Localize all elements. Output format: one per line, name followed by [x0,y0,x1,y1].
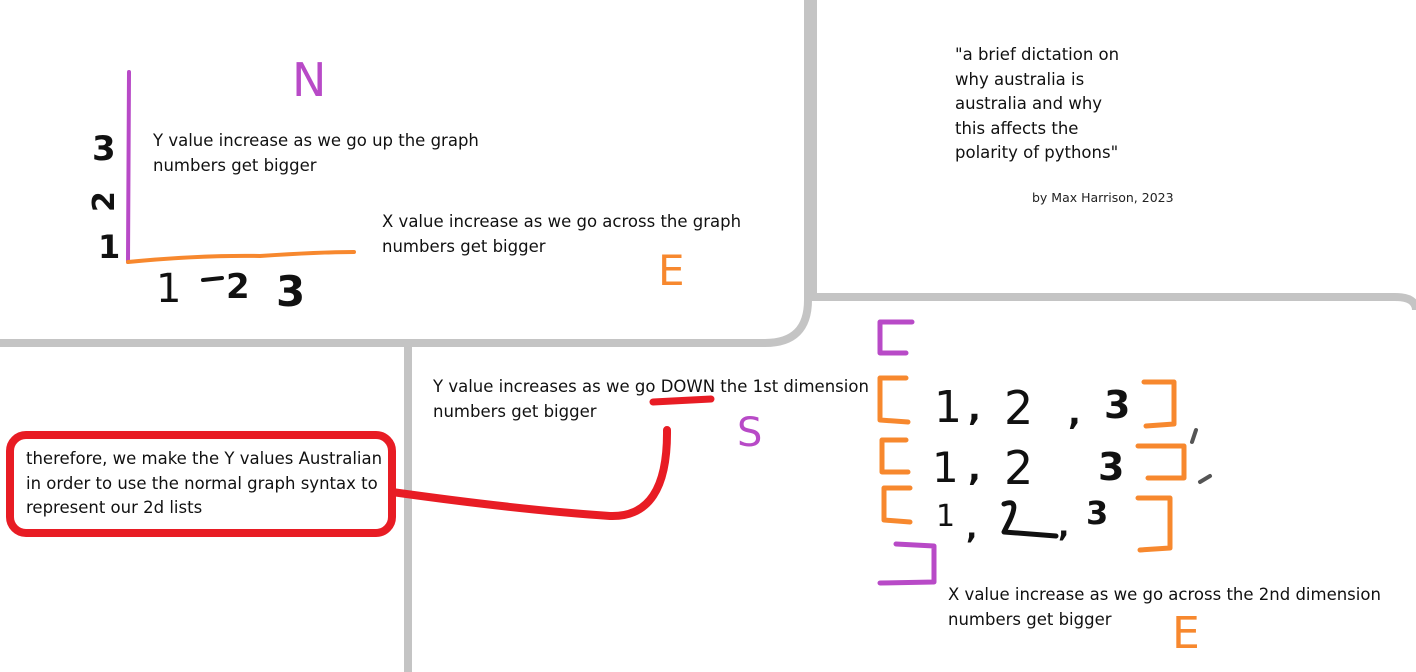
row2-open-bracket [879,437,911,475]
callout-line: in order to use the normal graph syntax … [26,473,378,493]
row3-val2-stroke [1001,500,1059,539]
title-line: why australia is [955,69,1085,89]
second-dimension-note-line2: numbers get bigger [948,610,1112,629]
callout-connector [388,426,672,521]
row2-comma1: , [968,449,981,489]
x-tick-2: 2 [226,267,250,307]
callout-line: represent our 2d lists [26,498,203,517]
second-dimension-note-line1: X value increase as we go across the 2nd… [948,585,1381,604]
middle-y-note-line1: Y value increases as we go DOWN the 1st … [433,374,869,399]
title-line: polarity of pythons" [955,143,1119,162]
middle-y-note-suffix: the 1st dimension [715,377,869,396]
y-tick-1: 1 [98,228,120,266]
row1-comma1: , [968,389,981,429]
row3-comma2: , [1058,509,1069,544]
row2-close-bracket [1135,443,1187,481]
x-tick-3: 3 [276,267,305,316]
middle-y-note-line2: numbers get bigger [433,402,597,421]
row2-trailing-comma [1198,474,1212,484]
row1-close-bracket [1141,379,1177,429]
top-left-panel-border [0,0,812,347]
row1-trailing-comma [1190,428,1198,444]
second-dimension-note: X value increase as we go across the 2nd… [948,582,1381,632]
y-tick-2: 2 [87,191,122,212]
middle-y-note: Y value increases as we go DOWN the 1st … [433,374,869,424]
title-line: australia and why [955,94,1103,113]
down-emphasis: DOWN [660,377,716,396]
row3-comma1: , [966,511,977,546]
row3-val1: 1 [936,499,955,534]
row1-val3: 3 [1104,383,1130,427]
title-line: "a brief dictation on [955,45,1120,64]
callout-text: therefore, we make the Y values Australi… [26,447,382,521]
row1-comma2: , [1068,393,1081,433]
row1-val2: 2 [1004,381,1033,435]
x-axis-note-line1: X value increase as we go across the gra… [382,212,742,231]
row1-open-bracket [877,375,911,425]
x-tick-dash [201,276,224,282]
row3-val3: 3 [1086,494,1108,532]
row2-val3: 3 [1098,445,1124,489]
outer-open-bracket [877,319,915,356]
row3-open-bracket [881,485,913,525]
title-card: "a brief dictation on why australia is a… [955,43,1119,166]
y-axis-note: Y value increase as we go up the graph n… [153,128,479,178]
outer-close-bracket [877,541,937,586]
x-axis-note: X value increase as we go across the gra… [382,209,741,259]
row2-val2: 2 [1004,441,1033,495]
y-axis-line [126,70,131,264]
callout-line: therefore, we make the Y values Australi… [26,449,383,468]
middle-y-note-prefix: Y value increases as we go [433,377,661,396]
row3-close-bracket [1135,495,1173,553]
row1-val1: 1 [934,382,962,433]
down-underline [649,395,715,406]
title-line: this affects the [955,118,1079,138]
y-tick-3: 3 [92,129,116,169]
x-tick-1: 1 [156,266,181,312]
x-axis-note-line2: numbers get bigger [382,237,546,256]
east-letter-top: E [658,246,685,295]
y-axis-note-line1: Y value increase as we go up the graph [153,131,479,150]
row2-val1: 1 [932,443,959,492]
east-letter-bottom: E [1172,608,1200,659]
byline: by Max Harrison, 2023 [1032,190,1174,205]
north-letter: N [292,53,326,107]
y-axis-note-line2: numbers get bigger [153,156,317,175]
south-letter: S [737,410,762,456]
callout-box [6,431,396,537]
x-axis-line [126,250,356,264]
